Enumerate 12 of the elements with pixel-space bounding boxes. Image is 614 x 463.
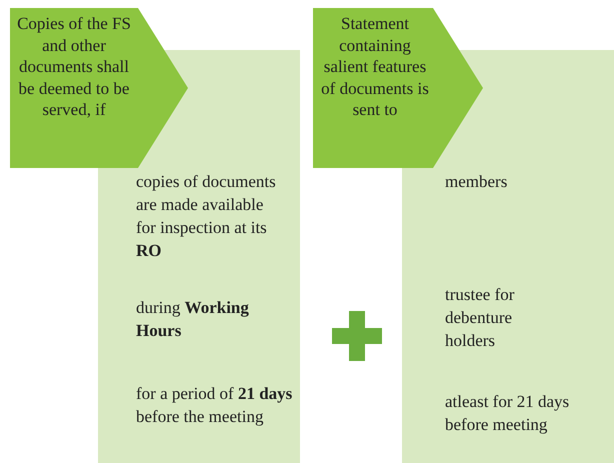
panel-text: members <box>445 171 508 193</box>
heading-banner <box>10 8 188 168</box>
panel-text: during Working Hours <box>136 297 250 342</box>
banner-text: Copies of the FS and other documents shall be deemed to be served, if <box>16 13 132 120</box>
panel-text: copies of documents are made available for inspection at its RO <box>136 171 277 262</box>
banner-text: Statement containing salient features of documents is sent to <box>320 13 430 120</box>
panel-text: trustee for debenture holders <box>445 284 516 352</box>
heading-banner <box>313 8 483 168</box>
panel-text: atleast for 21 days before meeting <box>445 391 570 436</box>
panel-text: for a period of 21 days before the meeting <box>136 383 294 428</box>
content-panel <box>402 168 614 463</box>
content-panel <box>98 168 300 463</box>
